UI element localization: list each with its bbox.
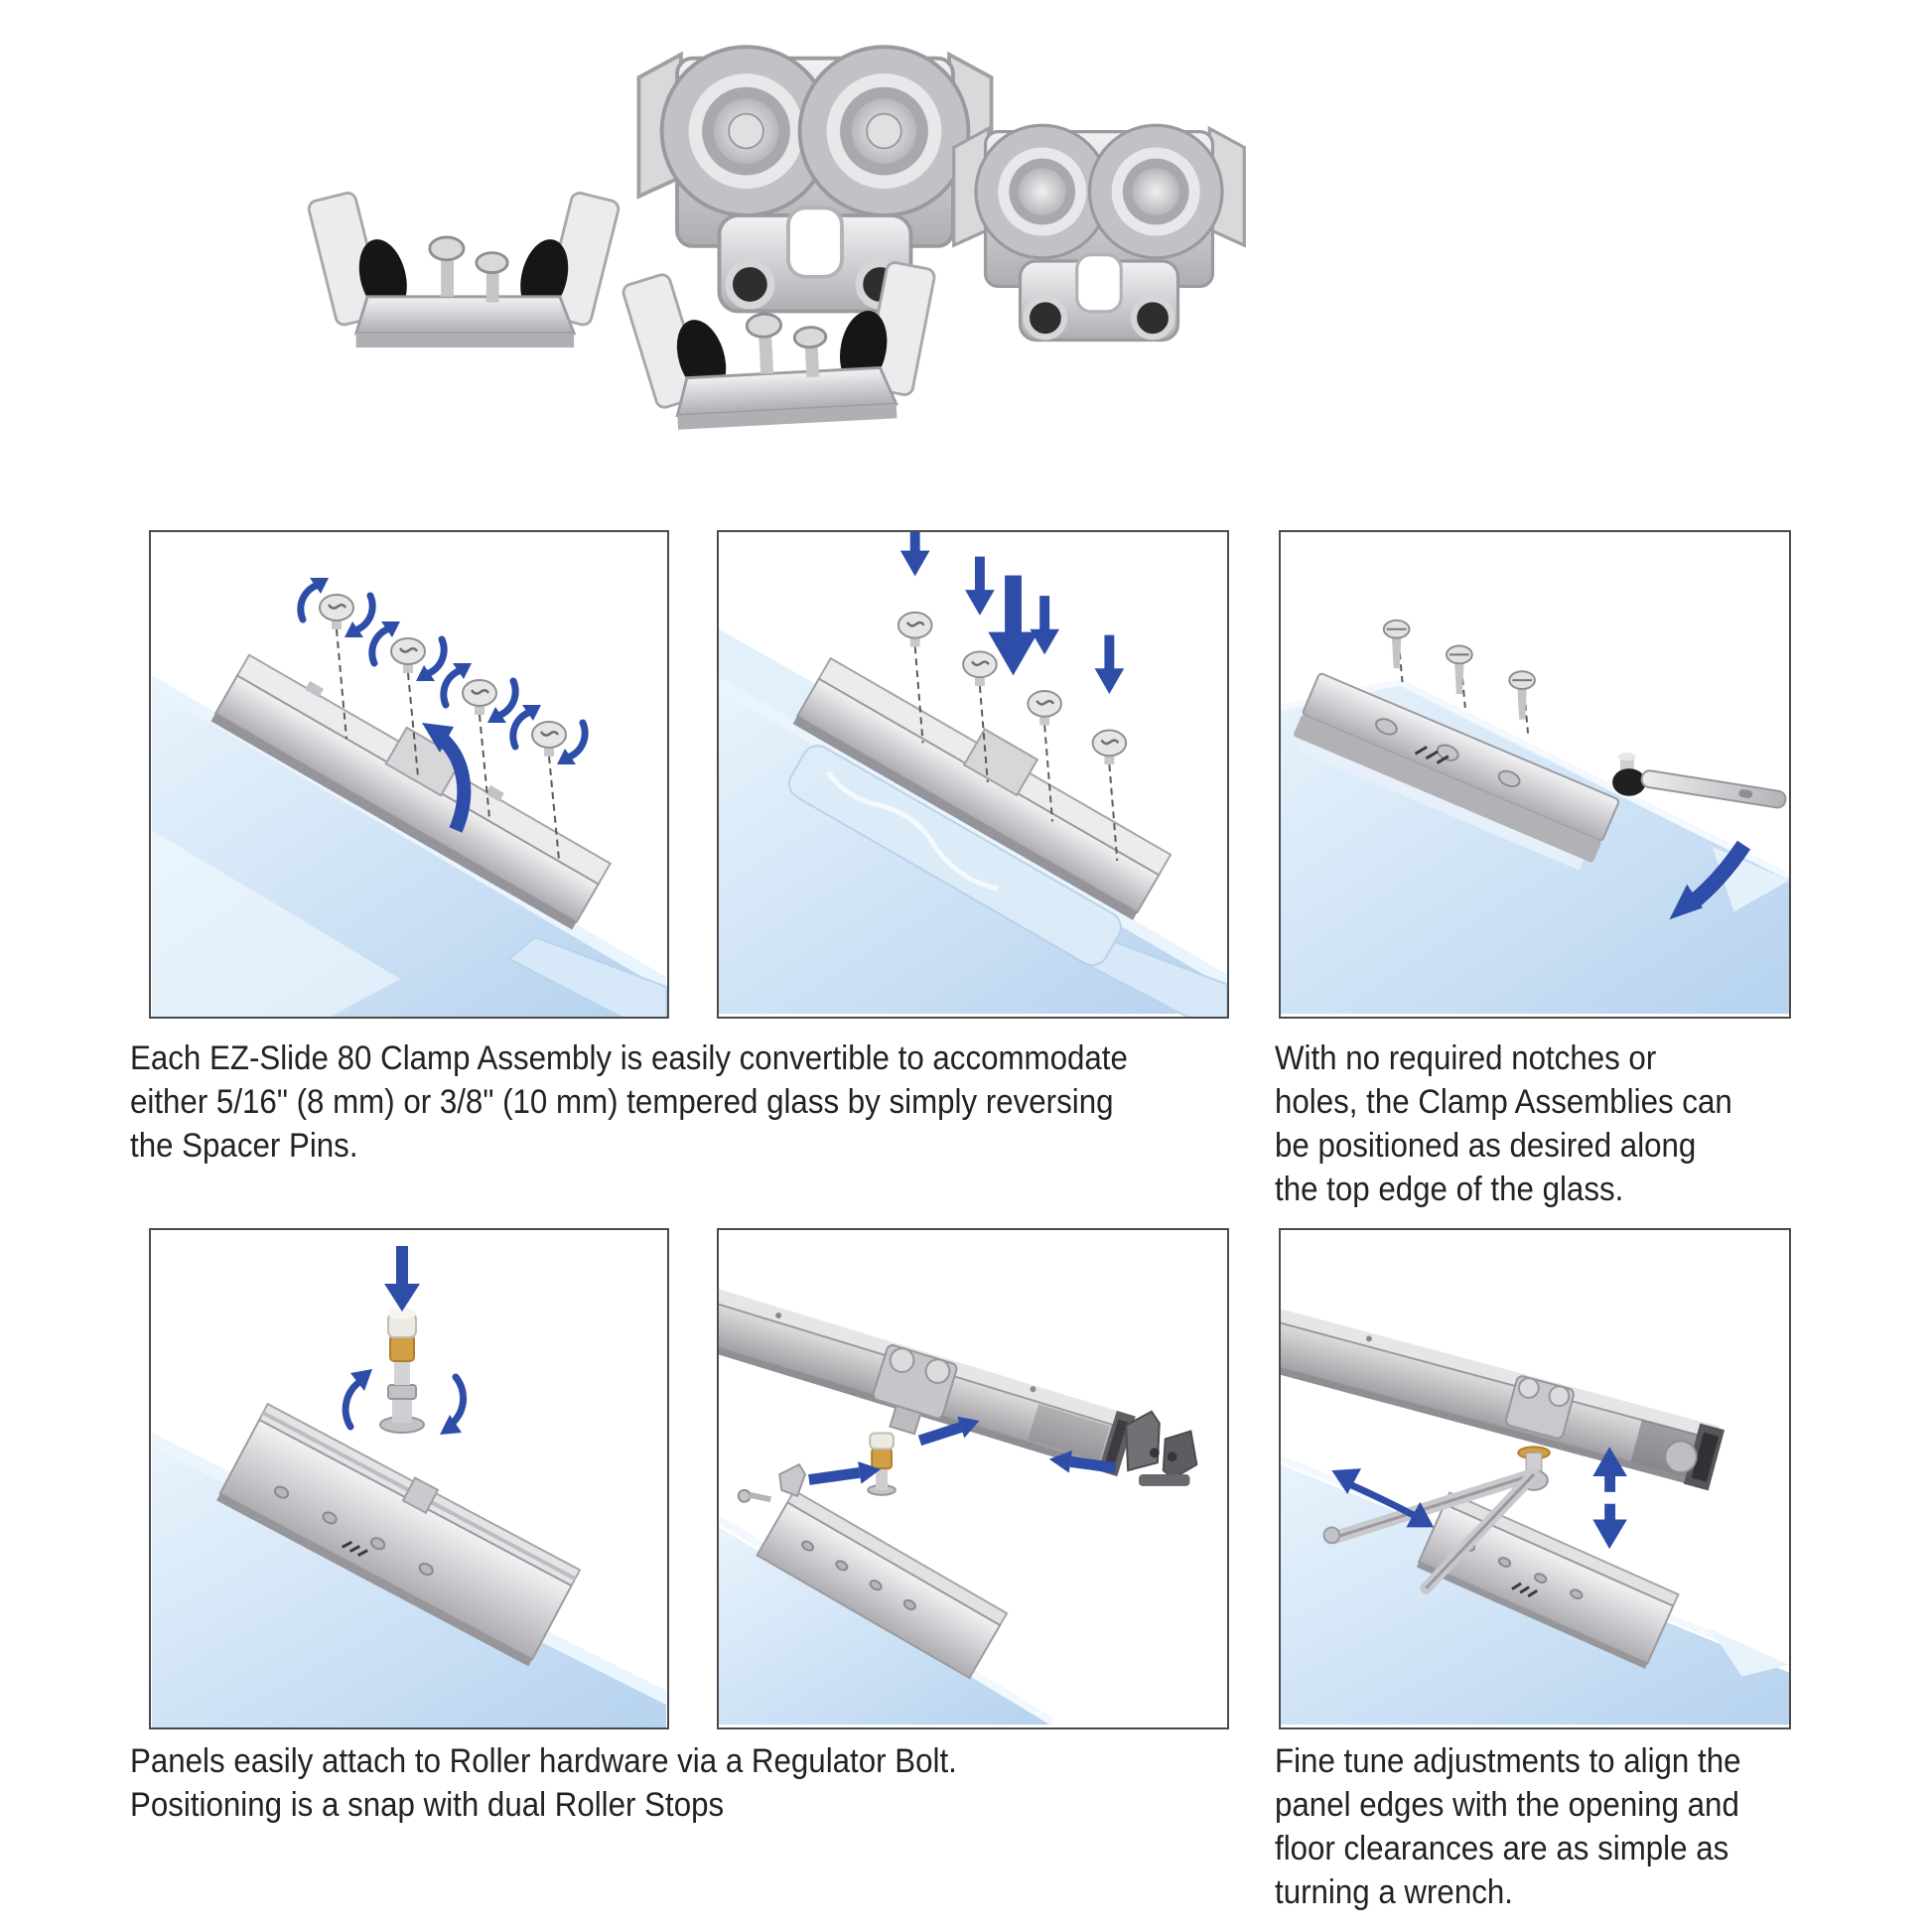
caption-row1-left: Each EZ-Slide 80 Clamp Assembly is easil… — [130, 1036, 1128, 1168]
product-photo-roller-hanger-right — [941, 103, 1257, 373]
regulator-block — [962, 728, 1039, 797]
down-arrow-icon — [1094, 634, 1125, 694]
bolt-hole-right — [1130, 295, 1175, 341]
regulator-bolt-orange-band — [389, 1334, 415, 1362]
roller-wheel-left — [974, 123, 1111, 260]
bolt-hole-left — [725, 259, 775, 310]
caption-line: Fine tune adjustments to align the — [1275, 1742, 1741, 1780]
track-rail — [1281, 1307, 1725, 1491]
caption-line: the Spacer Pins. — [130, 1127, 358, 1165]
spacer-pin-screw — [461, 678, 498, 717]
down-arrow-icon — [384, 1246, 420, 1311]
brand-mark — [1414, 746, 1449, 764]
regulator-bolt-orange-band — [871, 1448, 893, 1470]
spacer-pin-screw-2 — [475, 251, 509, 303]
roller-stop-bracket — [1125, 1410, 1198, 1486]
roller-hanger — [1505, 1375, 1575, 1440]
ratchet-wrench — [1612, 753, 1787, 809]
caption-line: panel edges with the opening and — [1275, 1786, 1739, 1824]
caption-line: With no required notches or — [1275, 1039, 1657, 1077]
roller-stop-clip-small — [778, 1462, 807, 1498]
flathead-screw — [1508, 670, 1536, 734]
roller-wheel-left — [659, 45, 833, 217]
flathead-screw — [1446, 644, 1473, 708]
step-panel-regulator-bolt — [149, 1228, 669, 1729]
big-curved-arrow-head — [422, 723, 454, 753]
clamp-bar — [353, 295, 577, 336]
big-curved-arrow-icon — [435, 731, 472, 833]
caption-row2-left: Panels easily attach to Roller hardware … — [130, 1739, 957, 1827]
spacer-pin-screw-2 — [792, 326, 828, 378]
bolt-hole-left — [1023, 295, 1068, 341]
left-arrow-icon — [1048, 1450, 1117, 1474]
brand-mark — [1511, 1582, 1539, 1598]
center-slot — [401, 1476, 440, 1515]
spacer-pin-screw — [389, 636, 427, 675]
flathead-screw — [1382, 619, 1411, 683]
clamp-plate — [1294, 672, 1620, 871]
down-arrow-icon — [1030, 596, 1059, 655]
yoke-slot — [1075, 253, 1123, 314]
step-panel-wrench-adjustment — [1279, 1228, 1791, 1729]
big-arrow-head — [1669, 884, 1704, 920]
spacer-pin-screw — [530, 720, 568, 759]
down-arrow-icon — [899, 532, 930, 577]
spacer-pin-screw — [961, 650, 998, 688]
clamp-bar-edge — [677, 403, 897, 430]
caption-line: the top edge of the glass. — [1275, 1171, 1624, 1208]
spacer-pin-screw-1 — [745, 312, 783, 374]
up-right-arrow-icon — [917, 1416, 980, 1447]
caption-line: Panels easily attach to Roller hardware … — [130, 1742, 957, 1780]
spacer-pin-screw — [897, 611, 933, 648]
glass-corner-tip — [1710, 1629, 1789, 1677]
clamp-bar — [792, 656, 1173, 920]
clamp-bar — [1416, 1491, 1680, 1669]
regulator-block — [384, 726, 464, 797]
caption-line: turning a wrench. — [1275, 1873, 1513, 1911]
caption-line: Each EZ-Slide 80 Clamp Assembly is easil… — [130, 1039, 1128, 1077]
roller-wheel-right — [1087, 123, 1224, 260]
step-panel-install-screws — [717, 530, 1229, 1019]
down-arrow-icon — [965, 556, 995, 616]
product-photo-clamp-assembly-center — [606, 227, 959, 474]
clamp-bar — [216, 1402, 582, 1667]
step-panel-reverse-spacer-pins — [149, 530, 669, 1019]
regulator-bolt — [867, 1432, 897, 1496]
yoke-slot — [786, 206, 844, 279]
step-panel-position-clamp — [1279, 530, 1791, 1019]
clamp-bar-edge — [355, 333, 575, 348]
caption-line: Positioning is a snap with dual Roller S… — [130, 1786, 725, 1824]
glass-second-sheet — [507, 935, 667, 1017]
inner-roller-cutaway — [1664, 1440, 1698, 1474]
caption-row2-right: Fine tune adjustments to align the panel… — [1275, 1739, 1741, 1914]
glass-gasket-liner — [788, 745, 1122, 967]
cross-handle-wrench — [1322, 1467, 1541, 1594]
caption-row1-right: With no required notches or holes, the C… — [1275, 1036, 1732, 1211]
spacer-pin-screw — [1027, 689, 1063, 727]
spacer-pin-screw — [318, 593, 355, 631]
step-panel-attach-roller — [717, 1228, 1229, 1729]
product-photo-roller-hanger-large — [623, 24, 1007, 349]
roller-wheel-right — [797, 45, 971, 217]
product-photo-clamp-assembly-left — [294, 161, 633, 387]
glass-sheen — [152, 830, 400, 1017]
glass-panel — [719, 1527, 1053, 1725]
spacer-pin-screw — [1091, 729, 1128, 766]
right-arrow-icon — [808, 1461, 882, 1485]
clamp-bar — [756, 1489, 1009, 1680]
brand-mark — [342, 1540, 368, 1558]
clamp-bar — [210, 653, 613, 930]
loose-screw — [737, 1488, 771, 1503]
spacer-pin-screw-1 — [428, 235, 466, 297]
caption-line: holes, the Clamp Assemblies can — [1275, 1083, 1732, 1121]
slide-double-arrow-icon — [1331, 1468, 1435, 1528]
regulator-bolt — [379, 1308, 425, 1434]
caption-line: either 5/16" (8 mm) or 3/8" (10 mm) temp… — [130, 1083, 1114, 1121]
caption-line: be positioned as desired along — [1275, 1127, 1697, 1165]
caption-line: floor clearances are as simple as — [1275, 1830, 1729, 1867]
vertical-double-arrow-icon — [1592, 1447, 1627, 1550]
roller-trolley — [872, 1344, 958, 1436]
